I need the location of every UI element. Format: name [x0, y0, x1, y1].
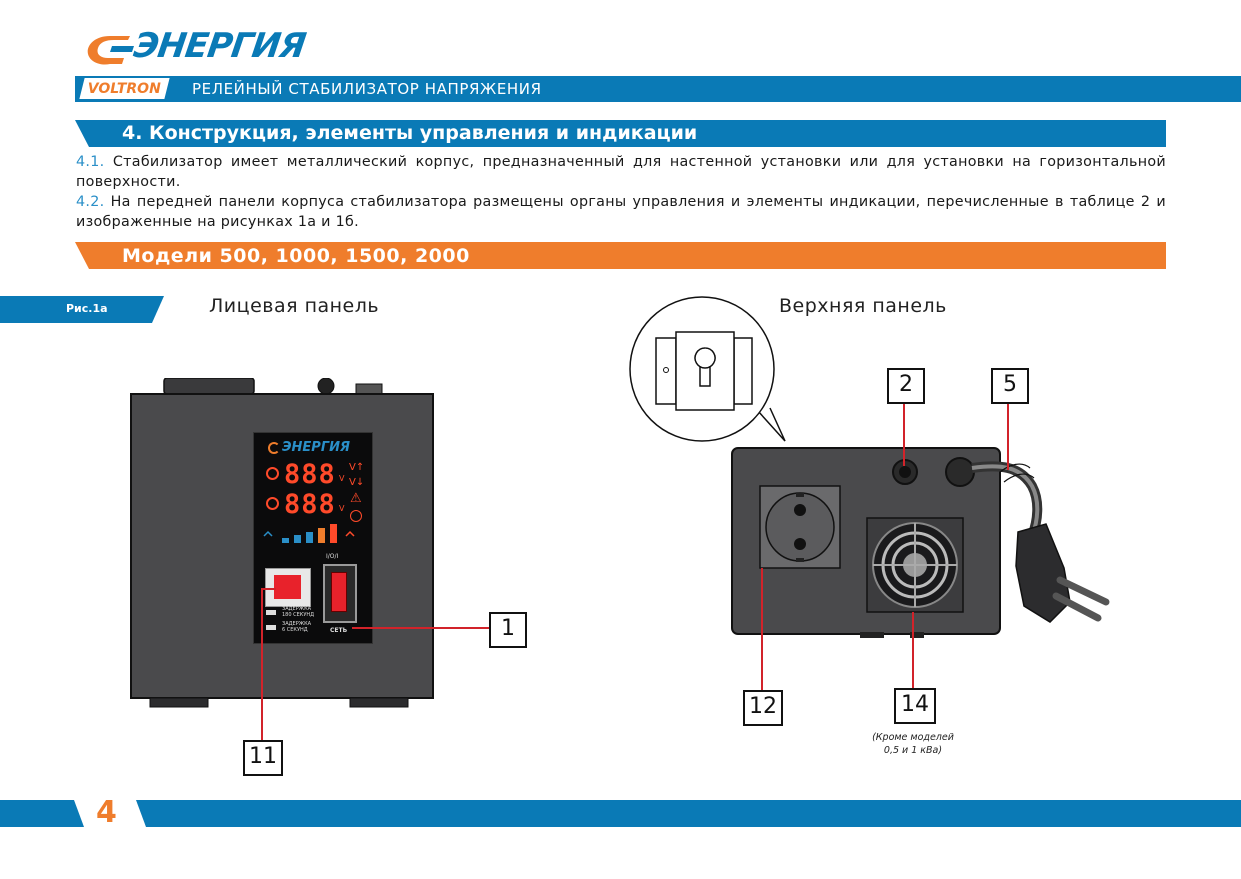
- display-value-input: 888: [284, 459, 336, 490]
- delay-button-cap[interactable]: [274, 575, 301, 599]
- top-panel-title: Верхняя панель: [779, 295, 947, 317]
- callout-2: 2: [887, 368, 925, 404]
- series-badge: VOLTRON: [79, 78, 170, 99]
- paragraph-text: Стабилизатор имеет металлический корпус,…: [76, 154, 1166, 190]
- section-title: 4. Конструкция, элементы управления и ин…: [122, 122, 698, 144]
- callout-5: 5: [991, 368, 1029, 404]
- delay-180-icon: [266, 610, 276, 615]
- brand-logo: [82, 28, 302, 72]
- front-panel-title: Лицевая панель: [209, 295, 380, 317]
- warning-triangle-icon: ⚠: [350, 491, 362, 506]
- delay-button[interactable]: [265, 568, 311, 607]
- footer-bar-right: [136, 800, 1241, 827]
- brand-name: ЭНЕРГИЯ: [131, 26, 308, 66]
- level-indicator: [262, 522, 366, 544]
- display-brand: ЭНЕРГИЯ: [282, 440, 351, 455]
- unit-label: V: [339, 474, 345, 483]
- figure-label-tab: [0, 296, 164, 323]
- level-bars-icon: [263, 524, 355, 543]
- top-device-illustration: [629, 296, 1110, 638]
- switch-top-label: I/O/I: [326, 553, 339, 560]
- top-device: [620, 296, 1120, 646]
- display-logo-icon: [268, 442, 280, 454]
- figure-label: Рис.1а: [66, 302, 108, 315]
- delay-180-label: ЗАДЕРЖКА 180 СЕКУНД: [282, 606, 315, 618]
- paragraph-number: 4.1.: [76, 154, 105, 170]
- paragraph-4-1: 4.1. Стабилизатор имеет металлический ко…: [76, 152, 1166, 192]
- callout-11: 11: [243, 740, 283, 776]
- paragraph-number: 4.2.: [76, 194, 105, 210]
- input-voltage-icon: [266, 467, 279, 480]
- models-title: Модели 500, 1000, 1500, 2000: [122, 245, 470, 267]
- display-value-output: 888: [284, 489, 336, 520]
- page-number: 4: [96, 795, 117, 830]
- mains-switch-rocker[interactable]: [331, 572, 347, 612]
- mains-switch[interactable]: [323, 564, 357, 623]
- delay-6-label: ЗАДЕРЖКА 6 СЕКУНД: [282, 621, 312, 633]
- header-subtitle: РЕЛЕЙНЫЙ СТАБИЛИЗАТОР НАПРЯЖЕНИЯ: [192, 80, 542, 98]
- callout-14: 14: [894, 688, 936, 724]
- overvoltage-indicator-icon: V↑: [349, 462, 365, 473]
- callout-12: 12: [743, 690, 783, 726]
- undervoltage-indicator-icon: V↓: [349, 477, 365, 488]
- temperature-indicator-icon: [350, 510, 362, 522]
- energy-logo-icon: [87, 36, 134, 65]
- paragraph-4-2: 4.2. На передней панели корпуса стабилиз…: [76, 192, 1166, 232]
- callout-1: 1: [489, 612, 527, 648]
- section-title-bar: [75, 120, 1166, 147]
- footer-bar-left: [0, 800, 84, 827]
- mains-label: СЕТЬ: [330, 627, 348, 634]
- delay-6-icon: [266, 625, 276, 630]
- header-bar: [75, 76, 1241, 102]
- callout-14-note: (Кроме моделей 0,5 и 1 кВа): [872, 732, 954, 756]
- paragraph-text: На передней панели корпуса стабилизатора…: [76, 194, 1166, 230]
- output-voltage-icon: [266, 497, 279, 510]
- unit-label: V: [339, 504, 345, 513]
- models-bar: [75, 242, 1166, 269]
